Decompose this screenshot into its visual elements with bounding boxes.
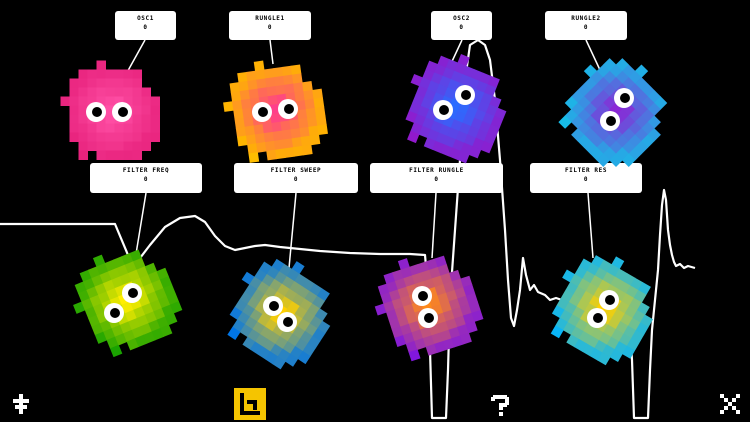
waveform-line <box>0 38 696 420</box>
label-filter-sweep: FILTER SWEEP 0 <box>234 163 358 193</box>
eye-icon <box>86 102 106 122</box>
tree-icon[interactable] <box>9 392 33 416</box>
label-name: FILTER RUNGLE <box>409 167 464 174</box>
knob-filter-res[interactable] <box>543 246 663 366</box>
eye-icon <box>412 286 432 306</box>
label-value: 0 <box>143 176 149 183</box>
label-filter-freq: FILTER FREQ 0 <box>90 163 202 193</box>
label-value: 0 <box>434 176 439 183</box>
knob-filter-freq[interactable] <box>64 239 184 359</box>
label-name: RUNGLE1 <box>255 15 285 22</box>
pointer-filter-freq <box>134 192 147 261</box>
label-name: FILTER FREQ <box>122 167 170 174</box>
pointer-rungle2 <box>585 39 601 71</box>
label-value: 0 <box>583 176 589 183</box>
label-value: 0 <box>459 24 464 31</box>
keyboard-icon[interactable] <box>234 388 266 420</box>
eye-icon <box>599 290 619 310</box>
label-value: 0 <box>293 176 299 183</box>
eye-icon <box>278 99 298 119</box>
eye-icon <box>122 283 142 303</box>
close-icon[interactable] <box>718 392 742 416</box>
label-rungle1: RUNGLE1 0 <box>229 11 311 40</box>
eye-icon <box>587 308 607 328</box>
knob-rungle1[interactable] <box>214 49 334 169</box>
knob-filter-rungle[interactable] <box>366 244 486 364</box>
pointer-filter-rungle <box>431 192 437 259</box>
label-value: 0 <box>267 24 273 31</box>
knob-osc1[interactable] <box>50 50 170 170</box>
eye-icon <box>277 312 297 332</box>
eye-icon <box>455 85 475 105</box>
label-filter-res: FILTER RES 0 <box>530 163 642 193</box>
label-osc1: OSC1 0 <box>115 11 176 40</box>
label-rungle2: RUNGLE2 0 <box>545 11 627 40</box>
label-name: OSC2 <box>453 15 470 22</box>
label-name: OSC1 <box>137 15 154 22</box>
label-name: RUNGLE2 <box>571 15 601 22</box>
label-name: FILTER RES <box>564 167 608 174</box>
label-osc2: OSC2 0 <box>431 11 492 40</box>
label-value: 0 <box>583 24 589 31</box>
question-icon[interactable] <box>490 393 512 417</box>
eye-icon <box>614 88 634 108</box>
pointer-rungle1 <box>269 39 274 65</box>
eye-icon <box>112 102 132 122</box>
eye-icon <box>433 100 453 120</box>
eye-icon <box>104 303 124 323</box>
label-filter-rungle: FILTER RUNGLE 0 <box>370 163 503 193</box>
eye-icon <box>418 308 438 328</box>
eye-icon <box>263 296 283 316</box>
label-value: 0 <box>143 24 148 31</box>
pointer-filter-res <box>587 192 594 259</box>
eye-icon <box>600 111 620 131</box>
label-name: FILTER SWEEP <box>270 167 322 174</box>
knob-osc2[interactable] <box>395 45 515 165</box>
knob-filter-sweep[interactable] <box>221 250 341 370</box>
pointer-filter-sweep <box>288 192 297 269</box>
knob-rungle2[interactable] <box>556 49 676 169</box>
eye-icon <box>252 102 272 122</box>
